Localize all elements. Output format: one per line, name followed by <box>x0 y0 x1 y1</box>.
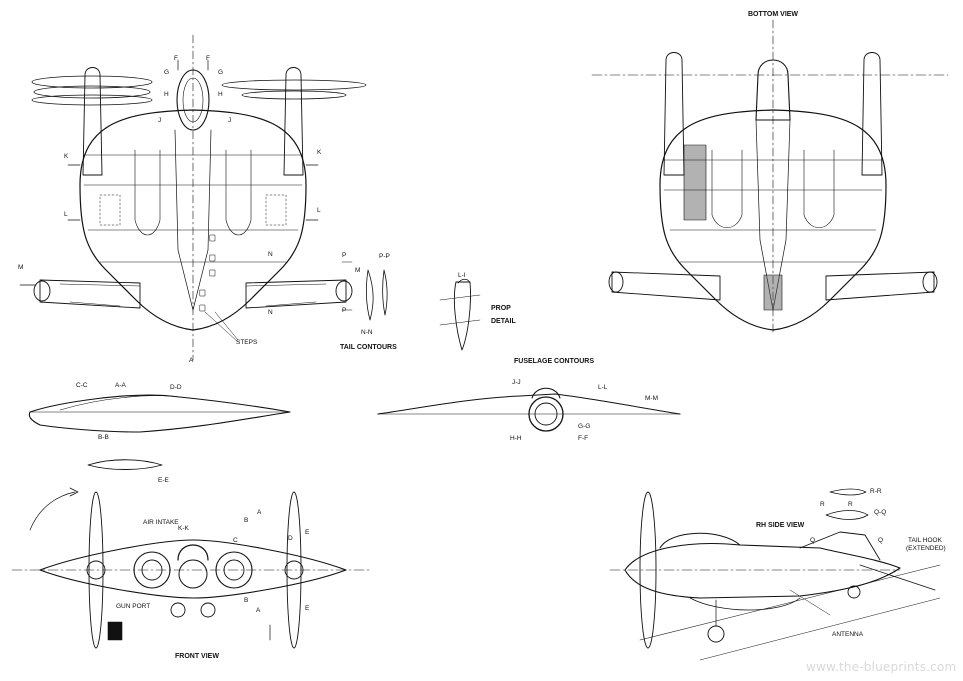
section-kk: K-K <box>178 525 189 532</box>
section-a-top: A <box>189 357 194 364</box>
section-qq: Q-Q <box>874 509 887 516</box>
prop-label: PROP <box>491 305 511 312</box>
section-e-front-top: E <box>305 529 310 536</box>
section-k-left: K <box>64 153 69 160</box>
watermark: www.the-blueprints.com <box>806 660 957 674</box>
section-e-front-bottom: E <box>305 605 310 612</box>
bottom-view-title: BOTTOM VIEW <box>748 11 799 18</box>
section-mm: M-M <box>645 395 658 402</box>
section-ff: F-F <box>578 435 589 442</box>
fuselage-contours-title: FUSELAGE CONTOURS <box>514 358 594 365</box>
section-c-front: C <box>233 537 238 544</box>
front-view <box>11 487 373 649</box>
section-q-left: Q <box>810 537 816 544</box>
section-g-left: G <box>164 69 170 76</box>
steps-label: STEPS <box>236 339 258 346</box>
section-g-right: G <box>218 69 224 76</box>
section-cc: C-C <box>76 382 88 389</box>
section-n-bottom: N <box>268 309 273 316</box>
section-gg: G-G <box>578 423 591 430</box>
section-d-front: D <box>288 535 293 542</box>
section-h-right: H <box>218 91 223 98</box>
section-dd: D-D <box>170 384 182 391</box>
rh-side-view-title: RH SIDE VIEW <box>756 522 805 529</box>
section-aa: A-A <box>115 382 126 389</box>
section-l-right: L <box>317 207 321 214</box>
air-intake-label: AIR INTAKE <box>143 519 179 526</box>
section-k-right: K <box>317 149 322 156</box>
tail-contours-title: TAIL CONTOURS <box>340 344 397 351</box>
section-f-right: F <box>206 55 210 62</box>
section-f-left: F <box>174 55 178 62</box>
tail-hook-label: TAIL HOOK <box>908 537 942 544</box>
section-rr: R-R <box>870 488 882 495</box>
section-pp: P-P <box>379 253 390 260</box>
section-nn: N-N <box>361 329 373 336</box>
section-li: L-I <box>458 272 466 279</box>
prop-detail <box>439 278 481 351</box>
section-p-bottom: P <box>342 307 347 314</box>
section-n-top: N <box>268 251 273 258</box>
section-m-left: M <box>18 264 24 271</box>
detail-label: DETAIL <box>491 318 516 325</box>
section-bb: B-B <box>98 434 109 441</box>
section-hh: H-H <box>510 435 522 442</box>
section-h-left: H <box>164 91 169 98</box>
gun-port-label: GUN PORT <box>116 603 151 610</box>
section-l-left: L <box>64 211 68 218</box>
section-jj: J-J <box>512 379 521 386</box>
section-a-front-top: A <box>257 509 262 516</box>
rh-side-view <box>609 488 941 661</box>
section-b-front-top: B <box>244 517 249 524</box>
section-b-front-bottom: B <box>244 597 249 604</box>
fuselage-section <box>28 394 291 470</box>
section-ee: E-E <box>158 477 169 484</box>
bottom-view <box>591 19 949 336</box>
tail-contours <box>341 261 388 321</box>
section-ll: L-L <box>598 384 608 391</box>
section-a-front-bottom: A <box>256 607 261 614</box>
front-view-title: FRONT VIEW <box>175 653 219 660</box>
section-m-right: M <box>355 267 361 274</box>
section-j-left: J <box>158 117 162 124</box>
top-view <box>19 34 367 361</box>
antenna-label: ANTENNA <box>832 631 864 638</box>
section-r-right: R <box>848 501 853 508</box>
section-j-right: J <box>228 117 232 124</box>
fuselage-contours <box>377 387 681 432</box>
section-r-left: R <box>820 501 825 508</box>
tail-hook-extended-label: (EXTENDED) <box>906 545 946 552</box>
section-q-right: Q <box>878 537 884 544</box>
section-p-top: P <box>342 252 347 259</box>
